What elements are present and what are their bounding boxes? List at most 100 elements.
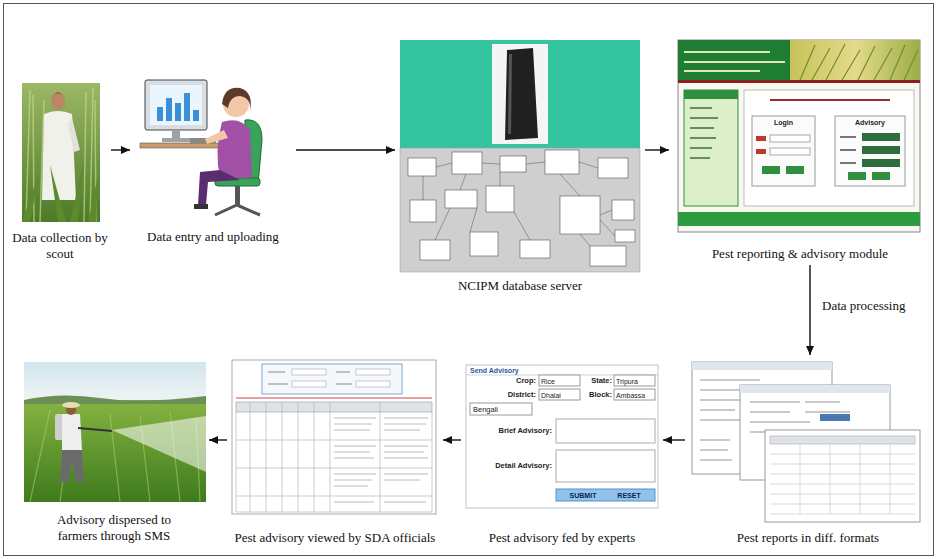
database-server-image <box>492 44 548 144</box>
website-screenshot <box>790 40 920 80</box>
screen-text: Crop: <box>498 377 536 385</box>
computer-user-icon <box>145 80 207 130</box>
image-area <box>12 83 108 230</box>
figure-frame <box>4 4 934 556</box>
screen-text: Block: <box>580 391 612 399</box>
computer-user-icon <box>215 205 260 215</box>
screen-text: District: <box>484 391 536 399</box>
advisory-table-screenshot <box>292 381 326 387</box>
image-node: NCIPM database server <box>398 40 642 294</box>
report-screenshots <box>765 430 920 522</box>
image-area <box>22 362 206 512</box>
computer-user-icon <box>235 186 240 206</box>
website-screenshot <box>684 90 738 206</box>
advisory-form-screenshot <box>466 365 658 508</box>
screen-text: Brief Advisory: <box>468 427 552 435</box>
computer-user-icon <box>194 204 208 209</box>
website-screenshot <box>862 146 900 154</box>
computer-user-icon <box>166 98 172 121</box>
field-spraying-photo <box>78 428 112 431</box>
database-server-image <box>423 162 615 246</box>
advisory-table-screenshot <box>236 402 432 412</box>
screen-text: Tripura <box>616 378 638 385</box>
advisory-table-screenshot <box>236 402 432 512</box>
database-server-image <box>560 196 600 234</box>
advisory-table-screenshot <box>232 360 436 514</box>
screen-text: Detail Advisory: <box>468 462 552 470</box>
advisory-form-screenshot <box>556 419 655 443</box>
advisory-table-screenshot <box>236 398 432 399</box>
database-server-image <box>410 200 436 222</box>
advisory-form-screenshot <box>539 375 580 386</box>
image-node: Pest reports in diff. formats <box>688 358 928 546</box>
advisory-form-screenshot <box>470 403 532 415</box>
website-screenshot <box>678 212 920 226</box>
database-server-image <box>408 150 635 266</box>
database-server-image <box>452 152 482 174</box>
advisory-table-screenshot <box>262 364 402 394</box>
image-node: Data collection by scout <box>12 83 108 262</box>
node-caption: Data entry and uploading <box>133 229 293 245</box>
database-server-image <box>500 156 526 172</box>
scout-photo <box>22 83 100 222</box>
flow-arrow <box>296 149 395 150</box>
website-screenshot <box>848 172 866 180</box>
computer-user-icon <box>150 85 202 125</box>
website-screenshot <box>770 148 810 155</box>
screen-text: Advisory <box>835 119 905 126</box>
website-screenshot <box>678 40 920 232</box>
website-screenshot <box>690 108 718 158</box>
node-caption: Pest advisory fed by experts <box>464 530 660 546</box>
website-screenshot <box>678 80 920 83</box>
computer-user-icon <box>175 103 181 121</box>
image-node: Pest reporting & advisory module <box>672 40 928 262</box>
website-screenshot <box>678 40 920 80</box>
flow-arrow <box>443 439 461 440</box>
advisory-form-screenshot <box>614 389 655 400</box>
report-screenshots <box>820 414 850 421</box>
advisory-form-screenshot <box>539 389 580 400</box>
node-caption: Advisory dispersed to farmers through SM… <box>39 512 189 544</box>
computer-user-icon <box>162 138 190 142</box>
website-screenshot <box>835 116 905 186</box>
database-server-image <box>590 246 626 266</box>
website-screenshot <box>678 40 920 232</box>
screen-text: Dhalai <box>541 392 561 399</box>
computer-user-icon <box>184 93 190 121</box>
field-spraying-photo <box>112 416 206 472</box>
website-screenshot <box>770 135 810 142</box>
image-area <box>398 40 642 278</box>
scout-photo <box>22 160 98 222</box>
database-server-image <box>612 200 634 220</box>
database-server-image <box>508 54 512 134</box>
image-node: Pest advisory fed by experts <box>464 358 660 546</box>
report-screenshots <box>692 362 832 370</box>
screen-text: Ambassa <box>616 392 645 399</box>
website-screenshot <box>770 99 890 101</box>
field-spraying-photo <box>62 414 82 450</box>
database-server-image <box>520 240 550 258</box>
flow-arrow <box>645 149 669 150</box>
computer-user-icon <box>157 107 163 121</box>
website-screenshot <box>744 90 914 206</box>
scout-photo <box>68 118 80 152</box>
advisory-table-screenshot <box>292 369 326 375</box>
computer-user-icon <box>205 130 228 144</box>
image-node: Advisory dispersed to farmers through SM… <box>22 362 206 544</box>
computer-user-icon <box>193 110 199 121</box>
computer-user-icon <box>222 88 251 112</box>
website-screenshot <box>840 137 856 163</box>
website-screenshot <box>684 52 785 71</box>
database-server-image <box>400 40 640 272</box>
advisory-table-screenshot <box>356 381 390 387</box>
report-screenshots <box>740 385 890 393</box>
report-screenshots <box>750 402 850 432</box>
report-screenshots <box>770 444 915 514</box>
image-area <box>672 40 928 246</box>
database-server-image <box>408 158 436 176</box>
edge-label: Data processing <box>820 298 907 314</box>
website-screenshot <box>762 166 780 174</box>
scout-photo <box>51 92 65 110</box>
database-server-image <box>505 48 538 140</box>
